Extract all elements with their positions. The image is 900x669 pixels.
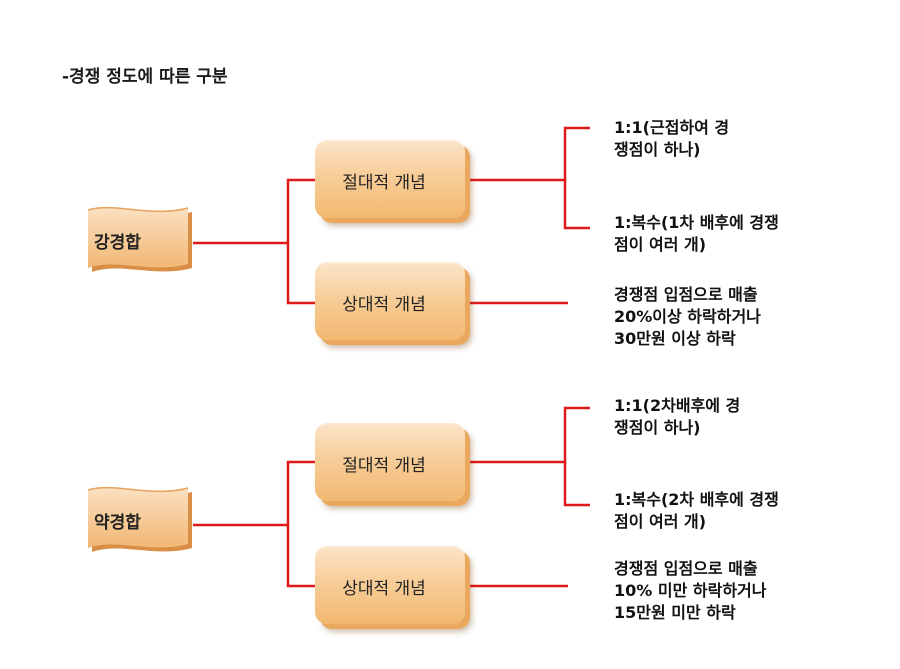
note-g2-abs-multi: 1:복수(2차 배후에 경쟁 점이 여러 개) — [614, 490, 779, 531]
connector-g2-abs-multi — [563, 462, 590, 507]
note-g1-abs-multi: 1:복수(1차 배후에 경쟁 점이 여러 개) — [614, 213, 779, 254]
scroll-shape-icon — [87, 206, 192, 272]
box-g1-relative: 상대적 개념 — [315, 262, 465, 340]
connector-g1-abs-multi — [563, 180, 590, 230]
note-g2-abs-one: 1:1(2차배후에 경 쟁점이 하나) — [614, 396, 741, 437]
connector-g1-abs — [193, 178, 315, 245]
box-label: 절대적 개념 — [342, 455, 426, 476]
scroll-shape-icon — [87, 486, 192, 552]
box-label: 절대적 개념 — [342, 172, 426, 193]
box-g2-relative: 상대적 개념 — [315, 546, 465, 624]
note-g2-relative: 경쟁점 입점으로 매출 10% 미만 하락하거나 15만원 미만 하락 — [614, 559, 767, 622]
scroll-strong-competition: 강경합 — [80, 204, 192, 274]
box-g2-absolute: 절대적 개념 — [315, 423, 465, 501]
connector-g1-rel — [286, 243, 315, 305]
connector-g2-rel — [286, 525, 315, 588]
box-g1-absolute: 절대적 개념 — [315, 140, 465, 218]
connector-g1-abs-one — [470, 126, 590, 182]
note-g1-relative: 경쟁점 입점으로 매출 20%이상 하락하거나 30만원 이상 하락 — [614, 285, 761, 348]
group-label: 약경합 — [94, 513, 141, 533]
scroll-weak-competition: 약경합 — [80, 484, 192, 554]
group-label: 강경합 — [94, 233, 141, 253]
diagram-title: -경쟁 정도에 따른 구분 — [62, 67, 228, 87]
note-g1-abs-one: 1:1(근접하여 경 쟁점이 하나) — [614, 118, 730, 159]
box-label: 상대적 개념 — [342, 578, 426, 599]
connector-g2-abs-one — [470, 406, 590, 464]
box-label: 상대적 개념 — [342, 294, 426, 315]
connector-g2-abs — [193, 460, 315, 527]
